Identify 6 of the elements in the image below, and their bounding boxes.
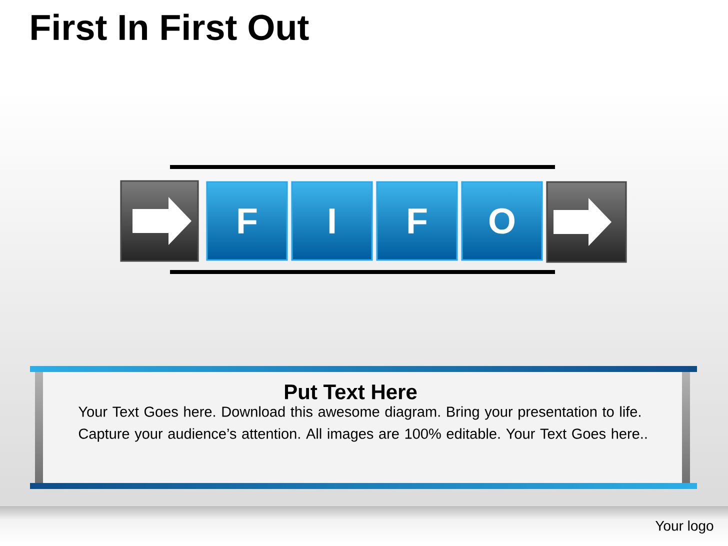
letter-box: F bbox=[376, 181, 458, 261]
footer-text: Your logo bbox=[655, 520, 714, 534]
title: First In First Out bbox=[32, 14, 309, 40]
letter-box: I bbox=[291, 181, 373, 261]
letter-box: O bbox=[461, 181, 543, 261]
letter-box: F bbox=[206, 181, 288, 261]
